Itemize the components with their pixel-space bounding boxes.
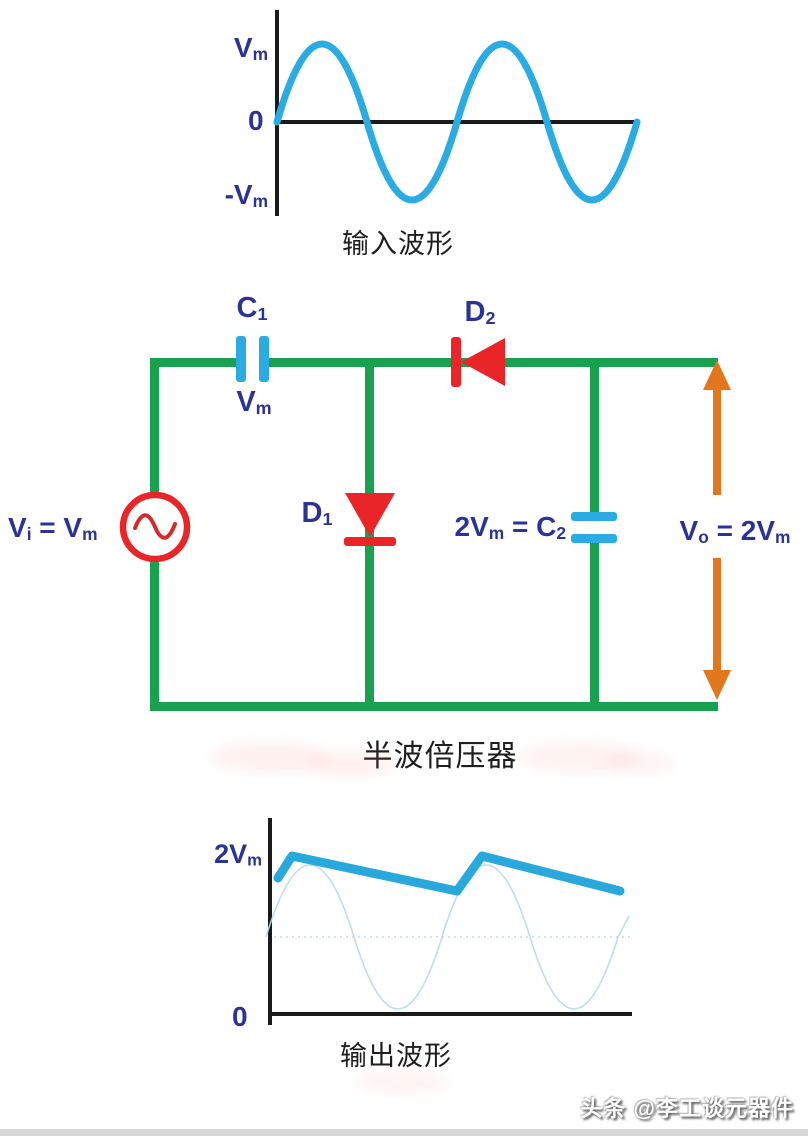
input-sine-curve [273,40,641,204]
ac-source-sine-icon [133,513,177,540]
output-label-zero: 0 [232,1001,248,1032]
vo-arrowhead-down [703,670,731,700]
c2-branch-wire-lower [590,543,599,711]
output-voltage-label: Vo = 2Vm [679,515,791,547]
output-waveform-caption: 输出波形 [340,1041,452,1071]
circuit-schematic [119,336,731,711]
d2-label: D2 [464,296,496,328]
input-label-zero: 0 [248,105,264,136]
output-y-axis [268,818,272,1025]
d1-diode-bar [344,537,396,546]
c1-plate-right [259,336,269,382]
output-ripple-curve [273,851,625,896]
c2-branch-wire-upper [590,358,599,512]
d2-diode-bar [451,337,461,387]
output-waveform-plot [265,818,632,1025]
d2-diode-triangle [461,338,505,386]
vo-arrow-shaft-top [713,385,721,495]
input-label-neg-vm: -Vm [224,179,268,211]
circuit-caption: 半波倍压器 [362,740,518,773]
input-waveform-caption: 输入波形 [342,229,454,259]
input-label-vm: Vm [233,32,268,64]
c2-plate-top [571,512,617,521]
d1-diode-triangle [345,493,395,537]
output-x-axis [268,1012,632,1016]
smudge-blob [605,752,675,774]
output-label-2vm: 2Vm [214,839,262,870]
c2-label: 2Vm = C2 [454,511,566,543]
smudge-blob [210,742,330,772]
bottom-wire [150,702,718,711]
c2-plate-bottom [571,534,617,543]
d1-label: D1 [301,497,333,529]
source-voltage-label: Vi = Vm [8,512,98,544]
smudge-blob [305,752,395,776]
output-reference-sine [265,864,630,1010]
vo-arrowhead-up [703,360,731,390]
c1-label: C1 [236,292,268,324]
vo-arrow-shaft-bottom [713,558,721,670]
input-waveform-plot [273,10,641,216]
smudge-blob [520,742,640,772]
smudge-blob [355,1072,450,1092]
top-wire-left [150,358,239,367]
c1-plate-left [236,336,246,382]
c1-voltage-label: Vm [236,386,272,418]
watermark-text: 头条 @李工谈元器件 [580,1096,794,1121]
bottom-edge-strip [0,1129,808,1136]
